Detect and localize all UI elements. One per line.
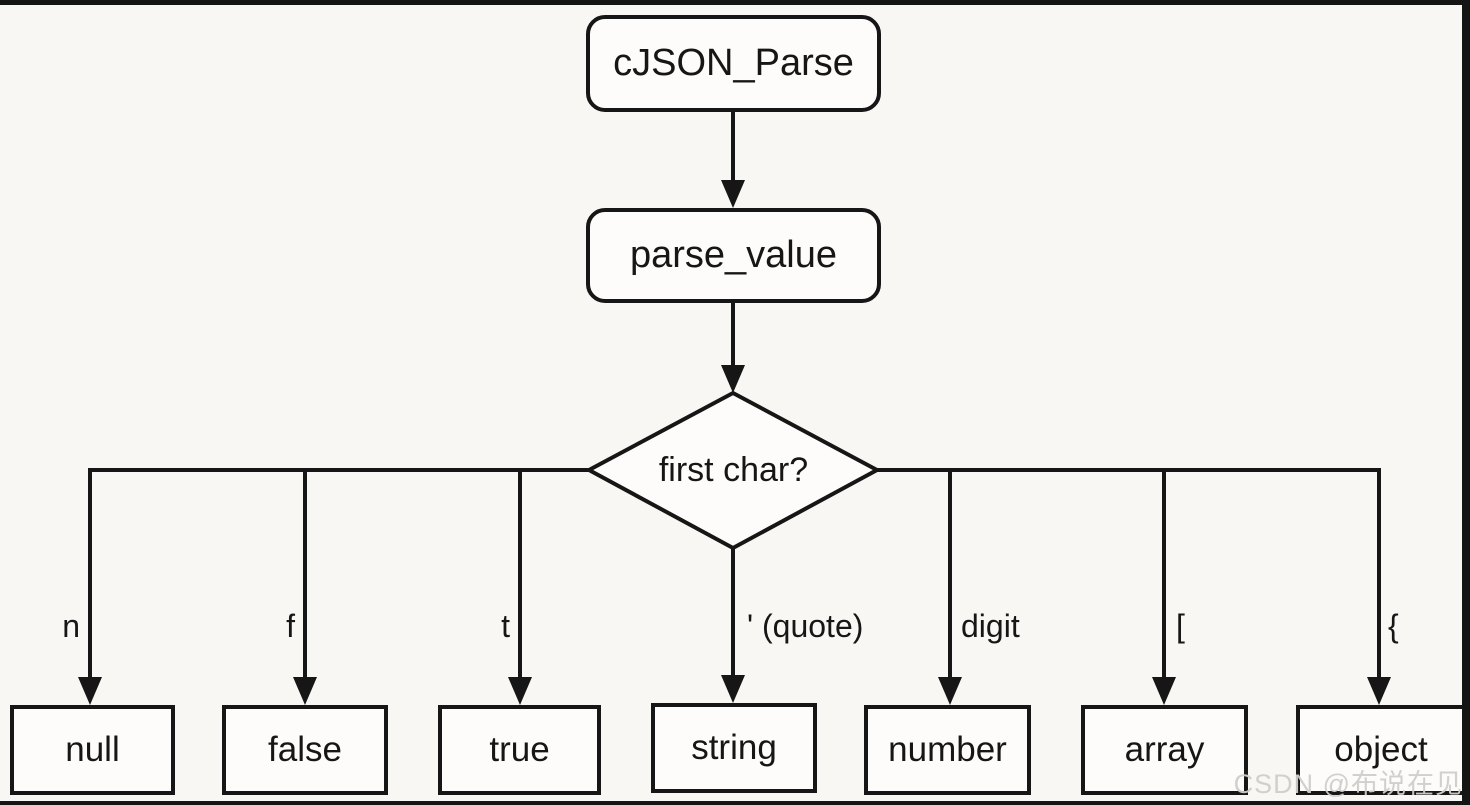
edge-label-t: t [501, 608, 510, 644]
edge-label-digit: digit [961, 608, 1020, 644]
arrowhead-decision [721, 365, 745, 393]
decision-diamond-shape [584, 390, 882, 551]
edge-label-quote: ' (quote) [747, 608, 864, 644]
node-cjson-parse: cJSON_Parse [586, 15, 881, 112]
node-string: string [651, 703, 817, 793]
node-true: true [438, 705, 601, 795]
node-string-label: string [691, 728, 777, 767]
csdn-watermark: CSDN @布说在见 [1233, 769, 1463, 799]
node-number: number [864, 705, 1031, 795]
frame-bar-top [0, 0, 1470, 5]
node-false-label: false [268, 730, 342, 769]
node-true-label: true [489, 730, 550, 769]
arrowhead-array [1152, 677, 1176, 705]
arrowhead-null [78, 677, 102, 705]
node-parse-value-label: parse_value [629, 234, 838, 276]
node-object-label: object [1334, 730, 1428, 769]
edge-label-left-brace: { [1388, 608, 1399, 644]
edge-label-left-bracket: [ [1176, 608, 1185, 644]
arrowhead-parse-value [721, 180, 745, 208]
frame-bar-right [1462, 0, 1470, 805]
arrowhead-true [508, 677, 532, 705]
edge-label-f: f [286, 608, 295, 644]
node-array-label: array [1124, 730, 1205, 769]
decision-label-text: first char? [658, 450, 809, 489]
node-cjson-parse-label: cJSON_Parse [613, 42, 854, 84]
node-false: false [222, 705, 388, 795]
node-array: array [1081, 705, 1248, 795]
node-number-label: number [888, 730, 1007, 769]
arrowhead-false [293, 677, 317, 705]
arrowhead-number [938, 677, 962, 705]
arrowhead-object [1367, 677, 1391, 705]
node-null-label: null [65, 730, 120, 769]
node-null: null [10, 705, 175, 795]
edge-label-n: n [62, 608, 80, 644]
node-first-char-decision: first char? [590, 395, 877, 545]
node-object: object [1296, 705, 1466, 795]
arrowhead-string [721, 675, 745, 703]
node-parse-value: parse_value [586, 208, 881, 303]
frame-bar-bottom [0, 801, 1470, 805]
